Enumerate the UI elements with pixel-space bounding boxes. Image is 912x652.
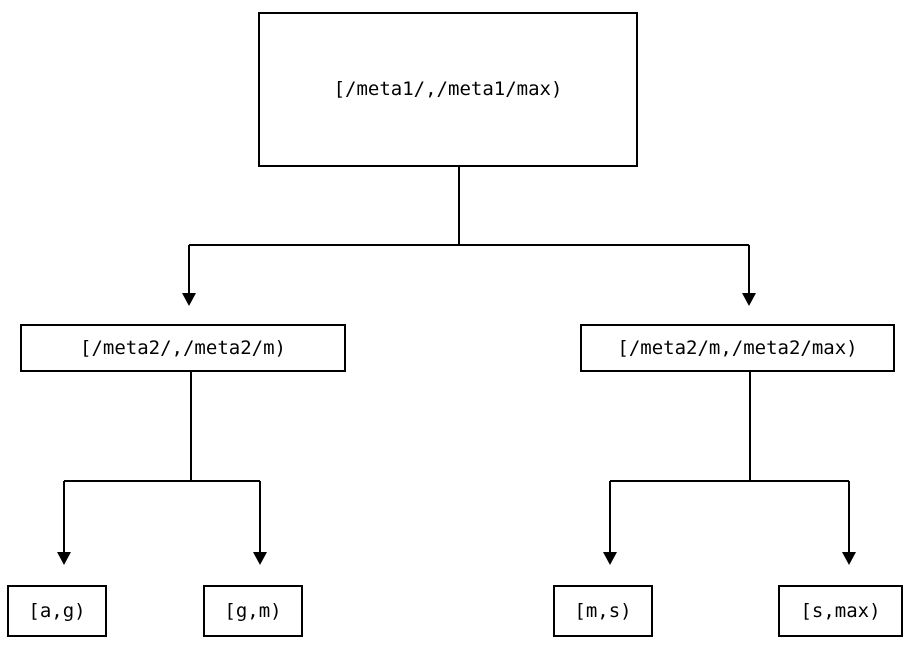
node-leaf-g-m[interactable]: [g,m) [203,585,303,637]
node-leaf-m-s-label: [m,s) [574,599,632,622]
node-root-label: [/meta1/,/meta1/max) [333,78,563,100]
arrowhead-root-to-right [742,293,756,306]
node-meta2-upper-label: [/meta2/m,/meta2/max) [617,336,858,359]
node-meta2-upper[interactable]: [/meta2/m,/meta2/max) [580,324,895,372]
node-leaf-g-m-label: [g,m) [224,599,282,622]
node-leaf-s-max[interactable]: [s,max) [778,585,903,637]
node-leaf-m-s[interactable]: [m,s) [553,585,653,637]
node-root[interactable]: [/meta1/,/meta1/max) [258,12,638,167]
arrowhead-right-to-leaf4 [842,552,856,565]
node-leaf-a-g[interactable]: [a,g) [7,585,107,637]
node-meta2-lower[interactable]: [/meta2/,/meta2/m) [20,324,346,372]
arrowhead-left-to-leaf1 [57,552,71,565]
arrowhead-left-to-leaf2 [253,552,267,565]
arrowhead-right-to-leaf3 [603,552,617,565]
node-meta2-lower-label: [/meta2/,/meta2/m) [80,336,286,359]
node-leaf-s-max-label: [s,max) [800,599,881,622]
arrowhead-root-to-left [182,293,196,306]
node-leaf-a-g-label: [a,g) [28,599,86,622]
